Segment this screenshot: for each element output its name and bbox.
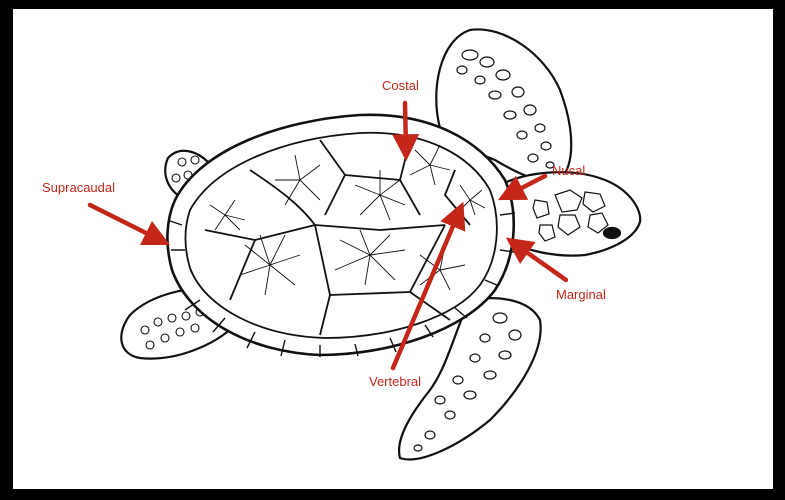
eye-icon	[604, 228, 620, 238]
supracaudal-label: Supracaudal	[42, 180, 115, 195]
turtle-head	[500, 172, 640, 255]
costal-arrow	[405, 103, 406, 150]
supracaudal-arrow	[90, 205, 160, 240]
vertebral-label: Vertebral	[369, 374, 421, 389]
marginal-label: Marginal	[556, 287, 606, 302]
costal-label: Costal	[382, 78, 419, 93]
nucal-label: Nucal	[552, 163, 585, 178]
